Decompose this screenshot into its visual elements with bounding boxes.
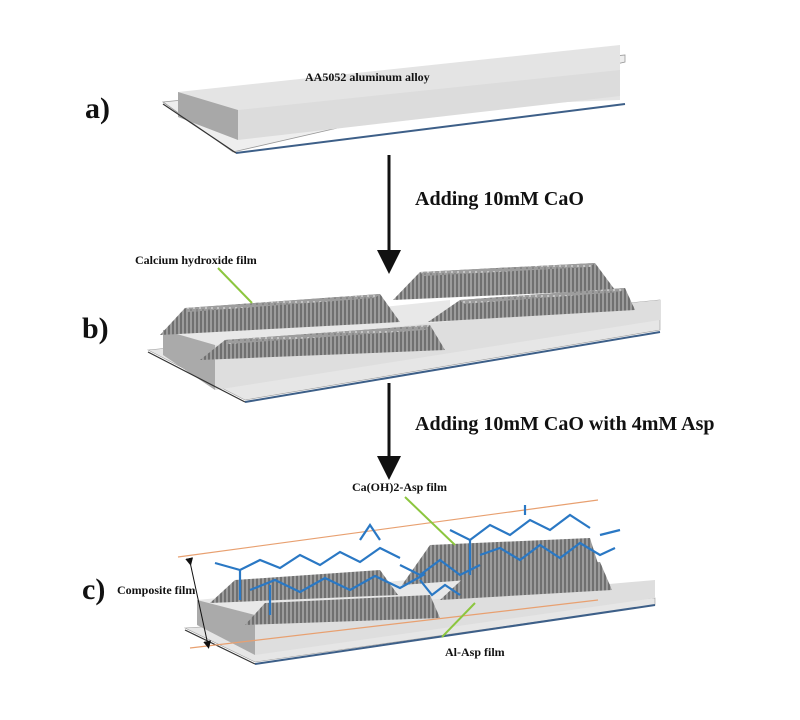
al-asp-leader	[441, 602, 476, 638]
step-1-label: Adding 10mM CaO	[415, 188, 584, 210]
al-asp-label: Al-Asp film	[445, 645, 505, 659]
plate-with-composite-film	[177, 496, 656, 665]
plate-with-calcium-hydroxide-film	[146, 263, 661, 403]
aluminum-alloy-label: AA5052 aluminum alloy	[305, 70, 430, 84]
hydroxide-ridge	[160, 294, 445, 360]
calcium-hydroxide-leader	[217, 267, 253, 304]
composite-thickness-arrow	[185, 557, 212, 649]
composite-boundary-top	[177, 499, 599, 558]
composite-boundary-bottom	[189, 599, 599, 649]
panel-label-a: a)	[85, 92, 110, 125]
ca-oh2-asp-leader	[404, 496, 456, 546]
hydroxide-ridge	[393, 263, 635, 322]
composite-film-label: Composite film	[117, 583, 196, 597]
ca-oh2-asp-label: Ca(OH)2-Asp film	[352, 480, 447, 494]
composite-ridge	[210, 538, 612, 625]
step-2-label: Adding 10mM CaO with 4mM Asp	[415, 413, 715, 435]
panel-label-b: b)	[82, 312, 109, 345]
calcium-hydroxide-label: Calcium hydroxide film	[135, 253, 257, 267]
panel-label-c: c)	[82, 573, 106, 606]
asp-molecule-network	[214, 505, 621, 615]
aluminum-plate	[161, 45, 626, 154]
